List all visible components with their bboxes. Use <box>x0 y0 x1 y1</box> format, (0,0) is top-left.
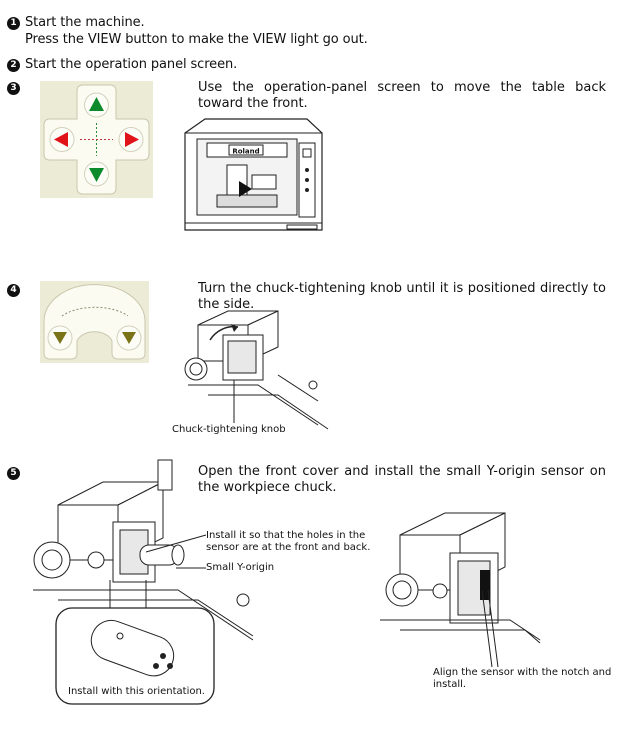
step-3-direction-pad <box>40 81 153 198</box>
step-number-3: 3 <box>7 82 20 95</box>
left-arrow-icon[interactable] <box>40 81 153 198</box>
chuck-knob-callout: Chuck-tightening knob <box>172 424 286 435</box>
install-orientation-callout: Install with this orientation. <box>68 686 205 697</box>
machine-brand-label: Roland <box>232 148 259 156</box>
right-arrow-icon[interactable] <box>40 81 153 198</box>
small-y-origin-callout: Small Y-origin <box>206 562 275 573</box>
step-number-1: 1 <box>7 17 20 30</box>
rotate-right-arrow-icon[interactable] <box>40 281 149 363</box>
step-number-2: 2 <box>7 59 20 72</box>
sensor-notch-illustration <box>380 512 541 668</box>
step-number-4: 4 <box>7 284 20 297</box>
step-4-rotation-pad <box>40 281 149 363</box>
step-3-text: Use the operation-panel screen to move t… <box>198 80 606 111</box>
notch-alignment-callout: Align the sensor with the notch and inst… <box>433 667 612 690</box>
step-number-5: 5 <box>7 467 20 480</box>
up-arrow-icon[interactable] <box>40 81 153 198</box>
holes-orientation-text: Install it so that the holes in the sens… <box>206 530 371 553</box>
rotate-left-arrow-icon[interactable] <box>40 281 149 363</box>
step-4-text: Turn the chuck-tightening knob until it … <box>198 281 606 312</box>
sensor-install-illustration <box>33 459 254 705</box>
milling-machine-illustration: Roland <box>184 118 323 231</box>
holes-orientation-callout: Install it so that the holes in the sens… <box>206 530 376 554</box>
step-5-text: Open the front cover and install the sma… <box>198 464 606 495</box>
step-1-line-1: Start the machine. <box>25 15 145 30</box>
chuck-illustration <box>184 310 329 430</box>
step-2-text: Start the operation panel screen. <box>25 57 238 72</box>
step-1-line-2: Press the VIEW button to make the VIEW l… <box>25 32 368 47</box>
down-arrow-icon[interactable] <box>40 81 153 198</box>
